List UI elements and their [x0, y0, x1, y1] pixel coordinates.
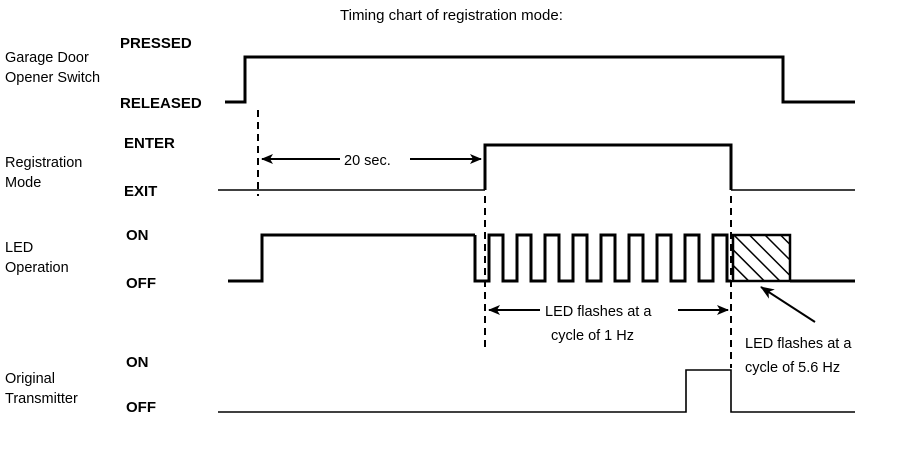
signal-row-registration-mode: Registration Mode ENTER EXIT — [5, 135, 855, 200]
signal-name-line2: Transmitter — [5, 391, 78, 407]
state-label-on: ON — [126, 354, 149, 371]
waveform-led-flashing-5.6hz-block — [731, 233, 792, 283]
waveform-led-steady-on — [228, 233, 475, 283]
annotation-led-1hz-line2: cycle of 1 Hz — [551, 328, 634, 344]
signal-row-original-transmitter: Original Transmitter ON OFF — [5, 354, 855, 416]
annotation-led-1hz-line1: LED flashes at a — [545, 304, 652, 320]
signal-name-line2: Opener Switch — [5, 70, 100, 86]
annotation-led-5.6hz: LED flashes at a cycle of 5.6 Hz — [745, 286, 852, 376]
signal-name-line2: Operation — [5, 260, 69, 276]
annotation-led-1hz: LED flashes at a cycle of 1 Hz — [488, 304, 729, 344]
state-label-off: OFF — [126, 399, 156, 416]
annotation-led-5.6hz-line1: LED flashes at a — [745, 336, 852, 352]
state-label-off: OFF — [126, 275, 156, 292]
state-label-enter: ENTER — [124, 135, 175, 152]
signal-row-led-operation: LED Operation ON OFF — [5, 227, 855, 292]
waveform-led-flashing-1hz — [473, 233, 731, 283]
state-label-pressed: PRESSED — [120, 35, 192, 52]
waveform-original-transmitter — [218, 369, 855, 413]
waveform-registration-mode-pulse — [483, 143, 733, 190]
arrow-pointer-led-5.6hz — [760, 286, 816, 323]
signal-name-line2: Mode — [5, 175, 41, 191]
page-title: Timing chart of registration mode: — [340, 7, 563, 24]
state-label-exit: EXIT — [124, 183, 157, 200]
annotation-led-5.6hz-line2: cycle of 5.6 Hz — [745, 360, 840, 376]
signal-row-garage-door-opener-switch: Garage Door Opener Switch PRESSED RELEAS… — [5, 35, 855, 112]
waveform-garage-door-opener-switch — [225, 55, 855, 104]
signal-name-line1: Registration — [5, 155, 82, 171]
signal-name-line1: Original — [5, 371, 55, 387]
annotation-duration-label: 20 sec. — [344, 153, 391, 169]
annotation-20-sec: 20 sec. — [261, 153, 482, 169]
signal-name-line1: LED — [5, 240, 33, 256]
signal-name-line1: Garage Door — [5, 50, 89, 66]
state-label-on: ON — [126, 227, 149, 244]
state-label-released: RELEASED — [120, 95, 202, 112]
